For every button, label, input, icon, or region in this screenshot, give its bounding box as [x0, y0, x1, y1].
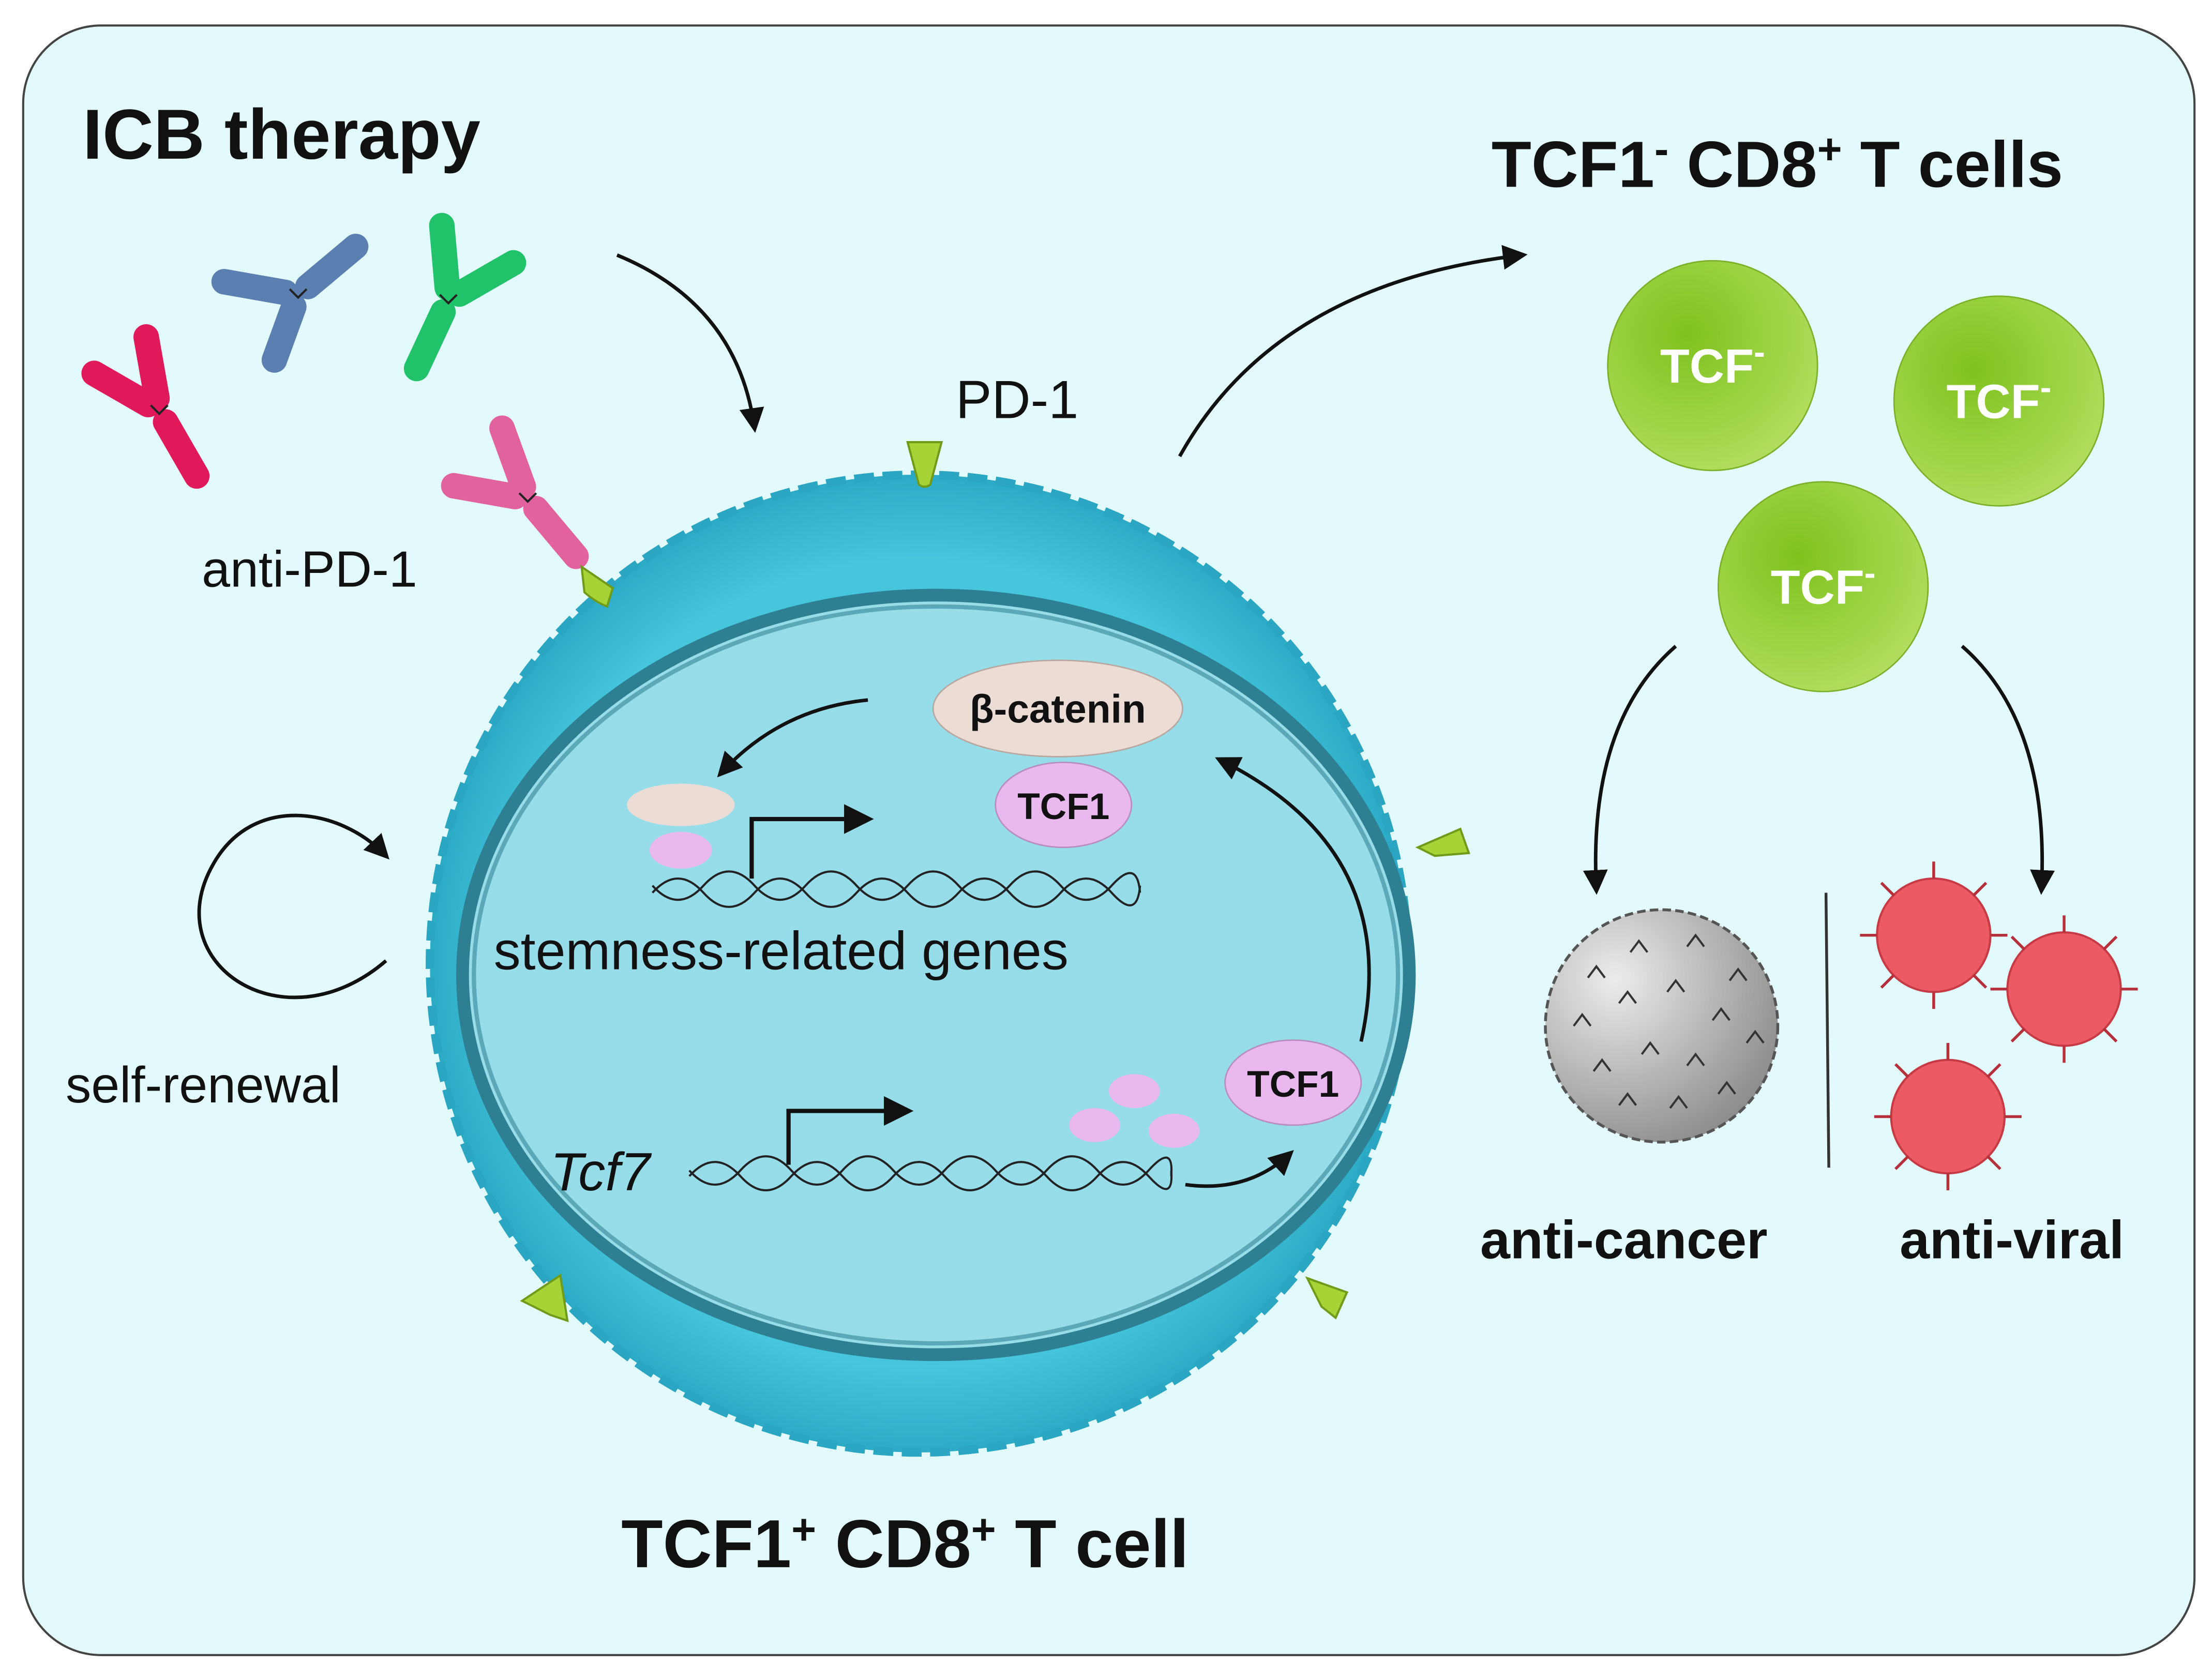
tcf-negative-cell-3: TCF- — [1717, 481, 1929, 692]
beta-catenin-protein — [932, 659, 1183, 758]
tumor-cell — [1544, 908, 1780, 1144]
figure-title: ICB therapy — [83, 95, 480, 174]
nucleus-outline-inner — [472, 604, 1401, 1346]
tcf7-to-tcf1-arrow — [1185, 1150, 1294, 1188]
tcf7-gene-label: Tcf7 — [550, 1142, 652, 1202]
tcf-neg-cell-2-sup: - — [2040, 368, 2052, 406]
tcf1-nascent-1 — [1108, 1074, 1160, 1109]
neg-label-sup1: - — [1654, 126, 1668, 173]
main-label-part1: TCF1 — [621, 1506, 791, 1582]
main-label-sup1: + — [791, 1506, 816, 1553]
dna-helix-stemness-b — [652, 870, 1141, 901]
pd1-receptor-bottom-right — [1305, 1276, 1349, 1320]
tcf-neg-cell-3-sup: - — [1864, 553, 1876, 592]
anti-cancer-label: anti-cancer — [1480, 1210, 1768, 1270]
neg-label-sup2: + — [1817, 126, 1842, 173]
tcf-neg-cell-1-sup: - — [1754, 332, 1765, 371]
tcf1-protein-complex — [995, 761, 1133, 849]
to-anti-viral-arrow — [1961, 645, 2055, 895]
beta-catenin-label: β-catenin — [970, 688, 1146, 732]
main-label-sup2: + — [971, 1506, 996, 1553]
differentiation-arrow — [1178, 245, 1528, 458]
dna-helix-tcf7-b — [688, 1155, 1173, 1186]
svg-text:TCF-: TCF- — [1946, 368, 2051, 428]
virus-2 — [1990, 915, 2138, 1063]
tcf1-positive-cell-label: TCF1+ CD8+ T cell — [621, 1506, 1188, 1582]
pd1-receptor-bound — [580, 564, 614, 608]
complex-to-promoter-arrow — [717, 698, 868, 778]
tcf1-nascent-2 — [1069, 1108, 1120, 1142]
pd1-receptor-bottom-left — [520, 1273, 569, 1323]
antibody-label: anti-PD-1 — [202, 541, 417, 598]
tcf-neg-cell-3-label: TCF — [1771, 560, 1864, 614]
tcf1-nascent-3 — [1148, 1113, 1200, 1148]
neg-label-part3: T cells — [1842, 128, 2063, 201]
antibody-blue — [211, 233, 369, 373]
self-renewal-arrow — [197, 813, 389, 1000]
antibody-pink-bound — [441, 415, 589, 569]
tcf-negative-cell-1: TCF- — [1607, 260, 1818, 472]
tcf1-negative-cells-title: TCF1- CD8+ T cells — [1492, 126, 2063, 201]
main-label-part2: CD8 — [816, 1506, 971, 1582]
pd1-label: PD-1 — [956, 370, 1078, 430]
antibody-red — [81, 324, 210, 489]
neg-label-part2: CD8 — [1668, 128, 1817, 201]
antibody-to-cell-arrow — [616, 253, 764, 433]
anti-viral-label: anti-viral — [1900, 1210, 2124, 1270]
svg-text:TCF-: TCF- — [1660, 332, 1765, 393]
antibody-green — [403, 213, 526, 382]
tcf7-promoter-arrow — [786, 1096, 914, 1165]
tcf1-to-complex-arrow — [1215, 757, 1371, 1042]
tcf1-protein — [1224, 1039, 1362, 1126]
tcf-neg-cell-1-label: TCF — [1660, 339, 1754, 393]
neg-label-part1: TCF1 — [1492, 128, 1654, 201]
virus-1 — [1860, 861, 2008, 1009]
to-anti-cancer-arrow — [1583, 645, 1677, 895]
tcf-neg-cell-2-label: TCF — [1946, 374, 2040, 428]
tcf-negative-cell-2: TCF- — [1893, 295, 2105, 507]
dna-helix-tcf7-a — [688, 1161, 1173, 1192]
tcf1-protein-label: TCF1 — [1247, 1064, 1339, 1105]
stemness-genes-label: stemness-related genes — [494, 921, 1069, 981]
main-label-part3: T cell — [996, 1506, 1189, 1582]
tcf1-complex-label: TCF1 — [1017, 786, 1109, 827]
outcome-divider — [1824, 892, 1830, 1168]
pd1-receptor-right — [1415, 827, 1470, 857]
bound-beta-catenin — [627, 783, 735, 826]
virus-3 — [1874, 1042, 2022, 1190]
pd1-receptor-top — [906, 441, 943, 488]
svg-text:TCF-: TCF- — [1771, 553, 1876, 614]
dna-helix-stemness-a — [652, 877, 1141, 908]
self-renewal-label: self-renewal — [66, 1056, 341, 1113]
stemness-promoter-arrow — [749, 804, 874, 879]
bound-tcf1 — [650, 831, 712, 869]
